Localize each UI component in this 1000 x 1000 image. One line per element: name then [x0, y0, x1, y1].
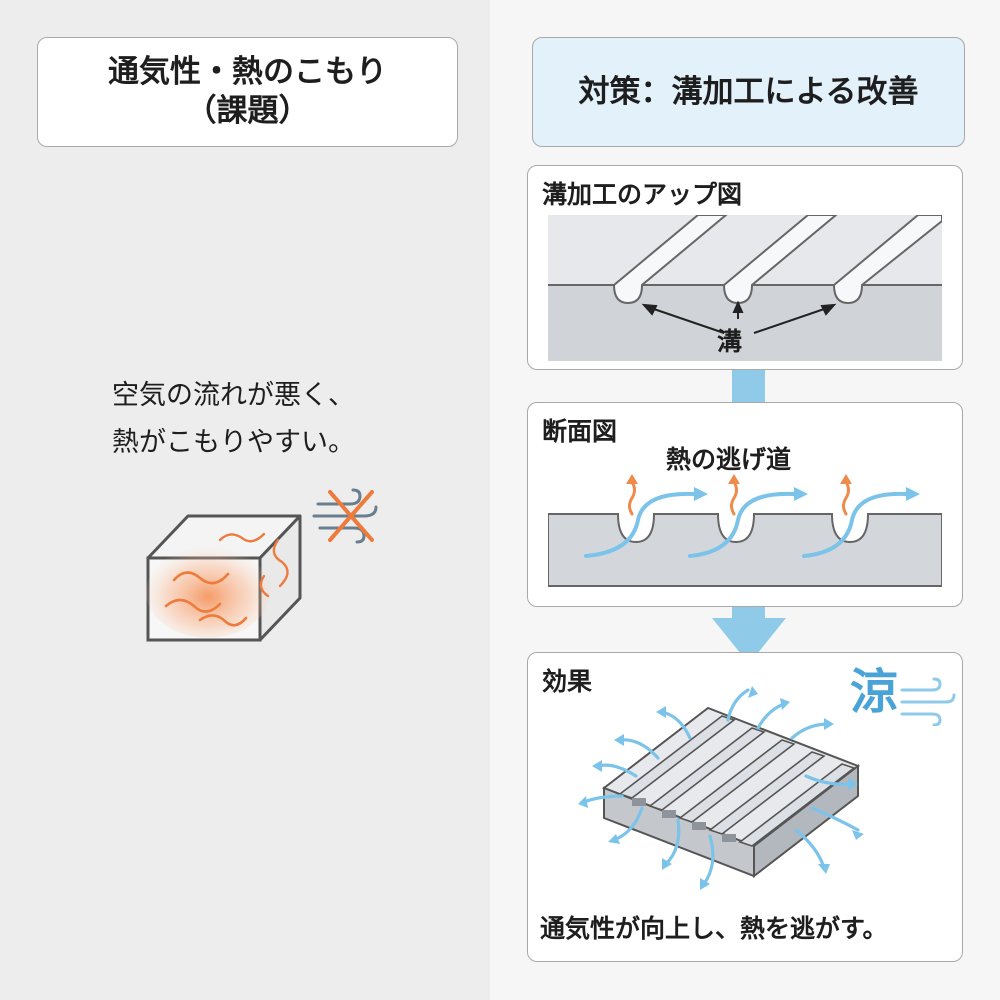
solution-title-box: 対策：溝加工による改善	[532, 37, 965, 147]
cool-wind-icon	[900, 677, 956, 726]
problem-description-line2: 熱がこもりやすい。	[112, 427, 355, 458]
heat-path-label: 熱の逃げ道	[666, 445, 792, 474]
cross-section-label: 断面図	[542, 417, 618, 446]
problem-title: 通気性・熱のこもり	[108, 54, 387, 91]
effect-conclusion: 通気性が向上し、熱を逃がす。	[540, 914, 888, 943]
connector-bar	[732, 370, 765, 402]
no-airflow-icon	[312, 488, 378, 544]
problem-title-sub: （課題）	[185, 93, 310, 129]
groove-label: 溝	[717, 327, 743, 356]
flow-arrow-down	[712, 618, 786, 664]
effect-label: 効果	[542, 667, 593, 696]
flow-arrow-shaft	[732, 607, 765, 621]
cross-section-diagram	[548, 474, 942, 587]
problem-panel	[0, 0, 490, 1000]
groove-closeup-diagram	[548, 215, 942, 361]
heat-box-icon	[146, 514, 302, 642]
groove-closeup-label: 溝加工のアップ図	[542, 180, 743, 209]
grooved-slab-illustration	[578, 686, 864, 890]
problem-description: 空気の流れが悪く、 熱がこもりやすい。	[112, 372, 452, 466]
problem-title-box: 通気性・熱のこもり （課題）	[37, 37, 458, 147]
cool-char: 涼	[850, 664, 899, 720]
solution-title: 対策：溝加工による改善	[578, 73, 919, 110]
problem-description-line1: 空気の流れが悪く、	[112, 380, 355, 411]
